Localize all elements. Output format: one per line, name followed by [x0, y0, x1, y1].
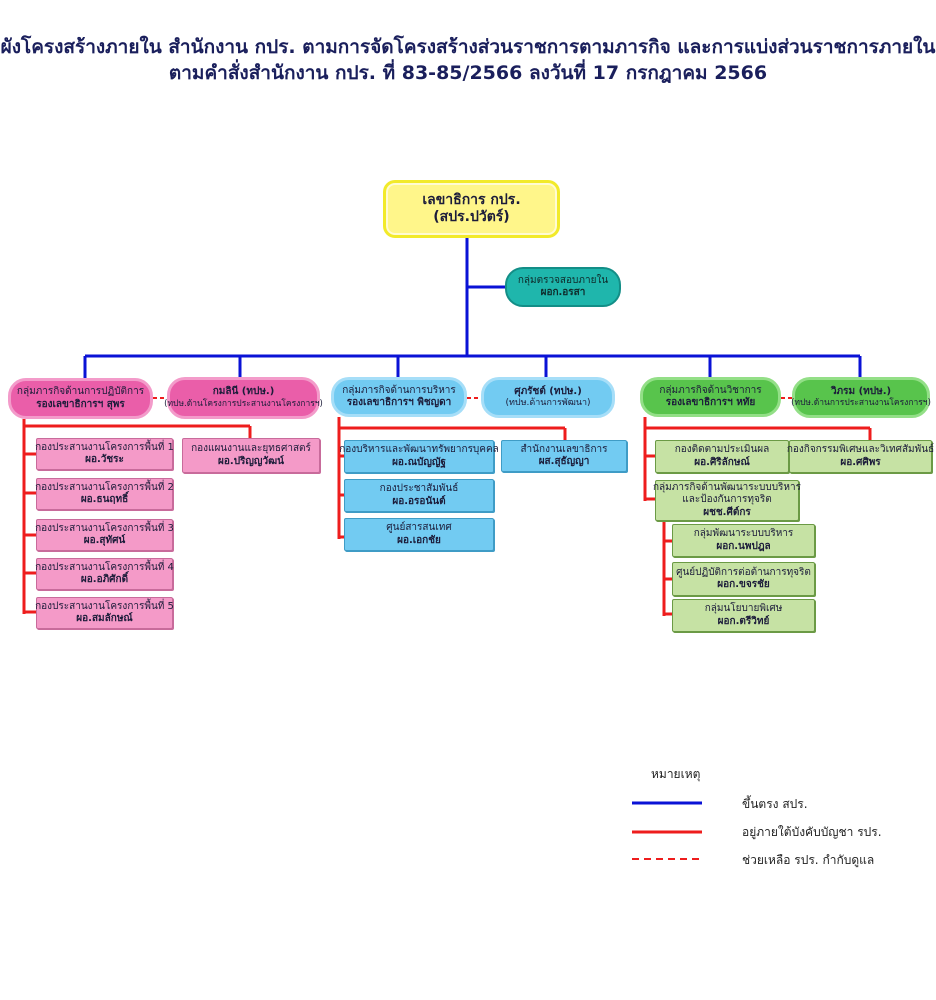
pr-division-title: กองประชาสัมพันธ์: [379, 483, 459, 494]
administration-group-head: กลุ่มภารกิจด้านการบริหาร รองเลขาธิการฯ พ…: [331, 377, 467, 417]
secretary-general-box: เลขาธิการ กปร. (สปร.ปวัตร์): [383, 180, 560, 238]
special-affairs-title: กองกิจกรรมพิเศษและวิเทศสัมพันธ์: [786, 444, 935, 455]
area-office-3-title: กองประสานงานโครงการพื้นที่ 3: [35, 522, 174, 534]
legend-swatches: [632, 801, 702, 860]
direct-report-lines: [83, 238, 862, 379]
anticorruption-center-box: ศูนย์ปฏิบัติการต่อต้านการทุจริต ผอก.ขจรช…: [672, 562, 815, 596]
anticorruption-center-title: ศูนย์ปฏิบัติการต่อต้านการทุจริต: [676, 566, 811, 578]
administration-group-deputy: รองเลขาธิการฯ พิชญดา: [346, 397, 452, 408]
evaluation-division-title: กองติดตามประเมินผล: [674, 444, 770, 455]
operations-group-deputy: รองเลขาธิการฯ สุพร: [36, 398, 125, 410]
area-office-3-box: กองประสานงานโครงการพื้นที่ 3 ผอ.สุทัศน์: [35, 519, 174, 551]
legend-label-assist: ช่วยเหลือ รปร. กำกับดูแล: [742, 853, 875, 867]
admin-anticorruption-head: ผชช.ศีต์กร: [703, 506, 751, 518]
area-office-4-head: ผอ.อภิศักดิ์: [80, 574, 129, 585]
evaluation-division-box: กองติดตามประเมินผล ผอ.ศิริลักษณ์: [655, 440, 789, 473]
chart-title-line-1: ผังโครงสร้างภายใน สำนักงาน กปร. ตามการจั…: [0, 36, 936, 58]
special-affairs-division-box: กองกิจกรรมพิเศษและวิเทศสัมพันธ์ ผอ.ศศิพร: [786, 440, 935, 473]
admin-development-title: กลุ่มพัฒนาระบบบริหาร: [693, 528, 794, 539]
hr-division-title: กองบริหารและพัฒนาทรัพยากรบุคคล: [339, 444, 499, 455]
secretary-general-title: เลขาธิการ กปร.: [422, 191, 521, 208]
planning-strategy-head: ผอ.ปริญญวัฒน์: [218, 455, 284, 467]
planning-strategy-box: กองแผนงานและยุทธศาสตร์ ผอ.ปริญญวัฒน์: [182, 438, 320, 473]
hr-division-head: ผอ.ณบัญญัฐ: [392, 456, 446, 468]
operations-advisor-role: (ทปษ.ด้านโครงการประสานงานโครงการฯ): [164, 398, 323, 409]
special-policy-title: กลุ่มนโยบายพิเศษ: [704, 603, 783, 614]
anticorruption-center-head: ผอก.ขจรชัย: [717, 579, 770, 590]
special-affairs-head: ผอ.ศศิพร: [840, 456, 881, 468]
it-center-head: ผอ.เอกชัย: [397, 534, 441, 546]
internal-audit-title: กลุ่มตรวจสอบภายใน: [517, 274, 609, 286]
special-policy-group-box: กลุ่มนโยบายพิเศษ ผอก.ตรีวิทย์: [672, 599, 815, 632]
area-office-5-box: กองประสานงานโครงการพื้นที่ 5 ผอ.สมลักษณ์: [35, 597, 174, 629]
area-office-1-head: ผอ.วัชระ: [85, 454, 124, 465]
admin-anticorruption-group-box: กลุ่มภารกิจด้านพัฒนาระบบบริหาร และป้องกั…: [652, 480, 802, 521]
area-office-5-head: ผอ.สมลักษณ์: [76, 613, 133, 624]
admin-anticorruption-title-1: กลุ่มภารกิจด้านพัฒนาระบบบริหาร: [652, 481, 802, 493]
area-office-3-head: ผอ.สุทัศน์: [83, 535, 126, 546]
admin-development-head: ผอก.นพปฎล: [716, 540, 771, 552]
legend-label-direct: ขึ้นตรง สปร.: [742, 797, 808, 811]
chart-title-line-2: ตามคำสั่งสำนักงาน กปร. ที่ 83-85/2566 ลง…: [168, 62, 768, 84]
it-center-box: ศูนย์สารสนเทศ ผอ.เอกชัย: [344, 518, 494, 551]
secretariat-office-box: สำนักงานเลขาธิการ ผส.สุธัญญา: [501, 440, 627, 472]
academic-advisor-name: วิภรม (ทปษ.): [830, 385, 892, 397]
area-office-5-title: กองประสานงานโครงการพื้นที่ 5: [35, 600, 174, 612]
administration-advisor-name: ศุภรัชต์ (ทปษ.): [514, 385, 582, 397]
academic-group-deputy: รองเลขาธิการฯ หทัย: [665, 397, 756, 408]
academic-advisor-box: วิภรม (ทปษ.) (ทปษ.ด้านการประสานงานโครงกา…: [791, 377, 931, 418]
special-policy-head: ผอก.ตรีวิทย์: [717, 615, 770, 627]
evaluation-division-head: ผอ.ศิริลักษณ์: [694, 456, 750, 468]
administration-advisor-box: ศุภรัชต์ (ทปษ.) (ทปษ.ด้านการพัฒนา): [481, 377, 615, 418]
pr-division-head: ผอ.อรอนันต์: [392, 495, 446, 507]
secretariat-office-head: ผส.สุธัญญา: [538, 456, 590, 467]
admin-development-group-box: กลุ่มพัฒนาระบบบริหาร ผอก.นพปฎล: [672, 524, 815, 557]
academic-group-title: กลุ่มภารกิจด้านวิชาการ: [659, 384, 762, 396]
secretary-general-name: (สปร.ปวัตร์): [433, 209, 510, 225]
it-center-title: ศูนย์สารสนเทศ: [386, 522, 452, 533]
area-office-1-box: กองประสานงานโครงการพื้นที่ 1 ผอ.วัชระ: [35, 438, 174, 470]
area-office-2-head: ผอ.ธนฤทธิ์: [80, 494, 129, 505]
pr-division-box: กองประชาสัมพันธ์ ผอ.อรอนันต์: [344, 479, 494, 512]
area-office-4-box: กองประสานงานโครงการพื้นที่ 4 ผอ.อภิศักดิ…: [35, 558, 174, 590]
operations-advisor-box: กมลินี (ทปษ.) (ทปษ.ด้านโครงการประสานงานโ…: [164, 377, 323, 419]
area-office-4-title: กองประสานงานโครงการพื้นที่ 4: [35, 561, 174, 573]
internal-audit-head: ผอก.อรสา: [540, 287, 586, 298]
area-office-2-box: กองประสานงานโครงการพื้นที่ 2 ผอ.ธนฤทธิ์: [35, 478, 174, 510]
administration-advisor-role: (ทปษ.ด้านการพัฒนา): [505, 398, 591, 409]
admin-anticorruption-title-2: และป้องกันการทุจริต: [682, 494, 772, 506]
operations-advisor-name: กมลินี (ทปษ.): [212, 386, 275, 398]
internal-audit-box: กลุ่มตรวจสอบภายใน ผอก.อรสา: [505, 267, 621, 307]
operations-group-title: กลุ่มภารกิจด้านการปฏิบัติการ: [16, 386, 145, 397]
secretariat-office-title: สำนักงานเลขาธิการ: [520, 443, 608, 455]
academic-advisor-role: (ทปษ.ด้านการประสานงานโครงการฯ): [791, 398, 931, 409]
administration-group-title: กลุ่มภารกิจด้านการบริหาร: [342, 384, 456, 396]
legend-title: หมายเหตุ: [651, 767, 701, 781]
legend-label-command: อยู่ภายใต้บังคับบัญชา รปร.: [742, 825, 882, 839]
planning-strategy-title: กองแผนงานและยุทธศาสตร์: [191, 443, 311, 454]
area-office-1-title: กองประสานงานโครงการพื้นที่ 1: [35, 441, 174, 453]
operations-group-head: กลุ่มภารกิจด้านการปฏิบัติการ รองเลขาธิกา…: [8, 378, 153, 419]
command-lines: [22, 417, 872, 616]
area-office-2-title: กองประสานงานโครงการพื้นที่ 2: [35, 481, 174, 493]
academic-group-head: กลุ่มภารกิจด้านวิชาการ รองเลขาธิการฯ หทั…: [640, 377, 781, 417]
hr-division-box: กองบริหารและพัฒนาทรัพยากรบุคคล ผอ.ณบัญญั…: [339, 440, 499, 473]
